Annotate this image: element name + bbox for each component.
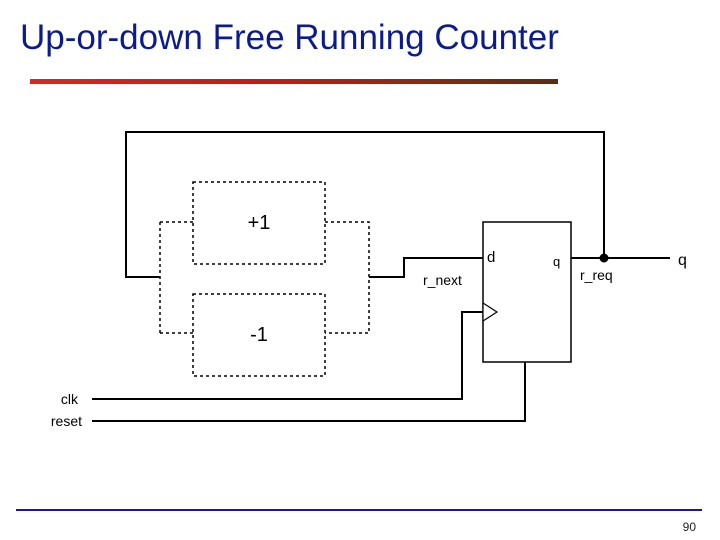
reset-wire — [92, 362, 526, 422]
junction-dot — [599, 253, 609, 263]
incrementer-block — [192, 181, 326, 265]
incrementer-label: +1 — [248, 212, 271, 234]
output-q-label: q — [678, 252, 687, 269]
register-d-port: d — [487, 249, 495, 266]
register-output-label: r_req — [580, 267, 613, 283]
next-state-wire — [369, 257, 483, 278]
feedback-wire — [125, 131, 605, 278]
output-merge-wire — [325, 221, 370, 334]
slide-title: Up-or-down Free Running Counter — [20, 18, 559, 57]
title-underline — [30, 79, 558, 84]
reset-input-label: reset — [51, 413, 82, 429]
footer-rule — [16, 509, 702, 511]
clock-input-label: clk — [61, 391, 79, 407]
decrementer-label: -1 — [250, 324, 268, 346]
input-split-wire — [159, 221, 193, 334]
next-state-label: r_next — [423, 272, 462, 288]
page-number: 90 — [682, 520, 696, 534]
decrementer-block — [192, 293, 326, 377]
clock-wire — [92, 311, 483, 400]
register-q-port: q — [553, 254, 560, 269]
register-block — [482, 221, 572, 363]
